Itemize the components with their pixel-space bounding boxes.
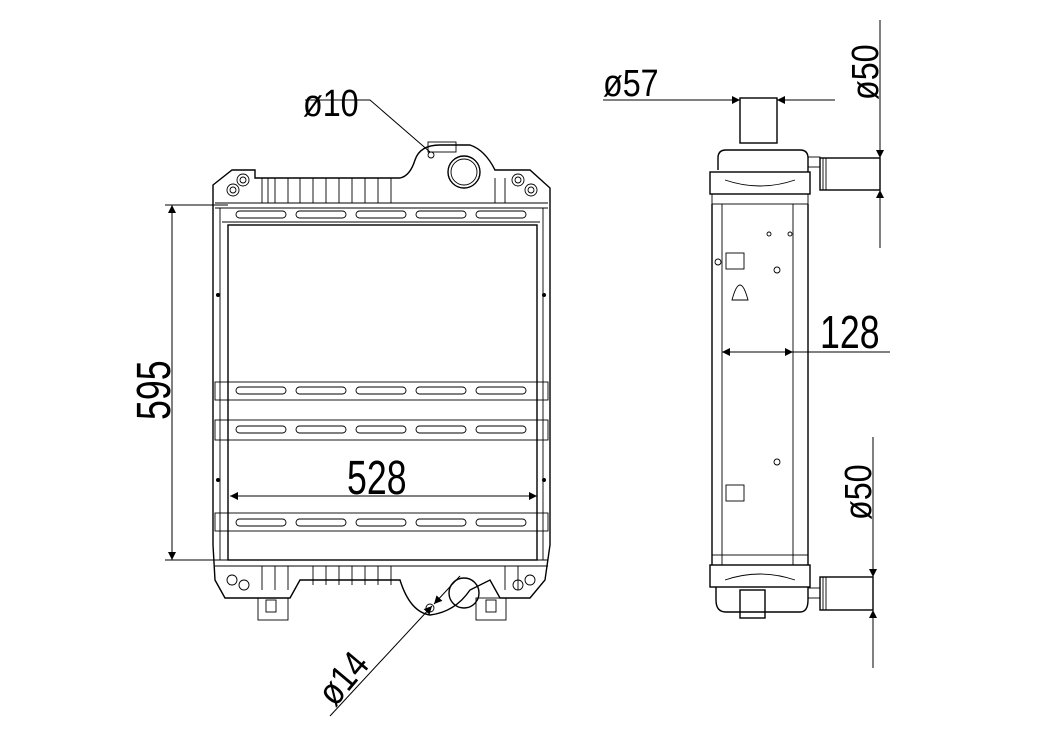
front-dimensions: 595 528 ø10 ø14 (127, 83, 537, 717)
neck-dimension-label: ø57 (603, 63, 659, 105)
front-view (212, 141, 551, 621)
top-pipe-dimension-label: ø50 (845, 44, 887, 100)
height-dimension-label: 595 (127, 360, 180, 420)
drain-hole-dimension-label: ø14 (309, 644, 377, 714)
filler-hole-dimension-label: ø10 (303, 83, 359, 125)
bottom-pipe-dimension-label: ø50 (838, 464, 880, 520)
depth-dimension-label: 128 (820, 307, 880, 358)
side-view (709, 97, 881, 619)
width-dimension-label: 528 (347, 451, 407, 504)
side-dimensions: ø57 ø50 128 ø50 (603, 20, 890, 668)
